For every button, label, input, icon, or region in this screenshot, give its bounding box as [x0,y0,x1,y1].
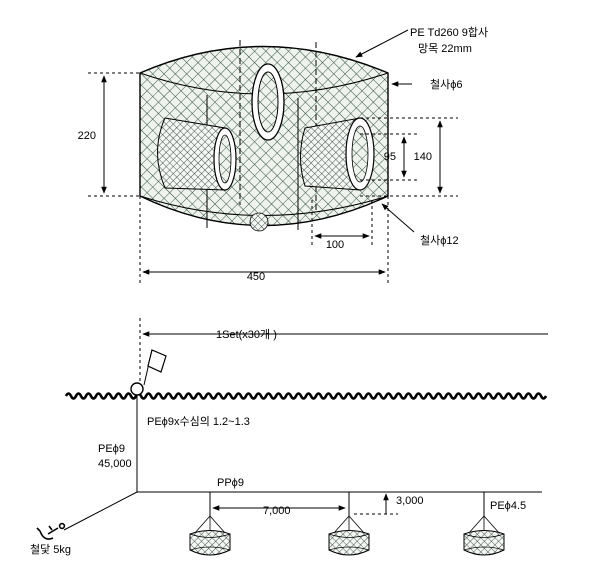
dim-width: 450 [139,196,389,284]
dim-height: 220 [78,72,140,197]
dim-entrance-height-label: 95 [384,151,396,163]
bottom-funnel [249,212,269,232]
frame-wire-top-label: 철사ϕ6 [430,78,463,91]
down-line-material: PEϕ9 [98,443,125,455]
hanging-trap-3 [463,492,505,556]
dim-width-label: 450 [247,271,265,283]
set-label: 1Set(x30개 ) [216,328,277,341]
anchor-label: 철닻 5kg [30,543,71,556]
buoy-icon [130,382,144,396]
left-funnel [157,117,237,191]
dim-entrance-width: 100 [311,200,373,251]
top-entrance-inner [257,71,279,133]
dim-entrance-depth-label: 140 [414,151,432,163]
branch-line-label: PEϕ4.5 [490,500,526,512]
anchor-line [63,491,138,531]
float-line-label: PEϕ9x수심의 1.2~1.3 [147,415,250,428]
hanging-trap-1 [189,492,231,556]
frame-wire-bottom-label: 철사ϕ12 [420,234,459,247]
main-line-label: PPϕ9 [217,477,244,489]
dim-branch-length: 3,000 [354,493,424,515]
branch-length-label: 3,000 [396,495,424,507]
hanging-trap-2 [328,492,370,556]
water-surface [64,392,548,400]
down-line-length: 45,000 [98,458,132,470]
dim-trap-spacing: 7,000 [212,505,346,517]
net-spec-line2: 망목 22mm [418,42,472,55]
dim-height-label: 220 [78,130,96,142]
buoy-flag [130,349,167,396]
dim-entrance-heights: 95 140 [360,117,458,197]
callouts: PE Td260 9합사 망목 22mm 철사ϕ6 철사ϕ12 [355,26,488,247]
right-funnel [300,117,375,191]
anchor-icon [36,522,66,540]
trap-drawing [139,40,389,232]
traps-on-line [189,492,505,556]
set-extent: 1Set(x30개 ) [139,318,548,382]
net-spec-line1: PE Td260 9합사 [410,26,488,39]
dim-entrance-width-label: 100 [326,239,344,251]
trap-spacing-label: 7,000 [263,505,291,517]
